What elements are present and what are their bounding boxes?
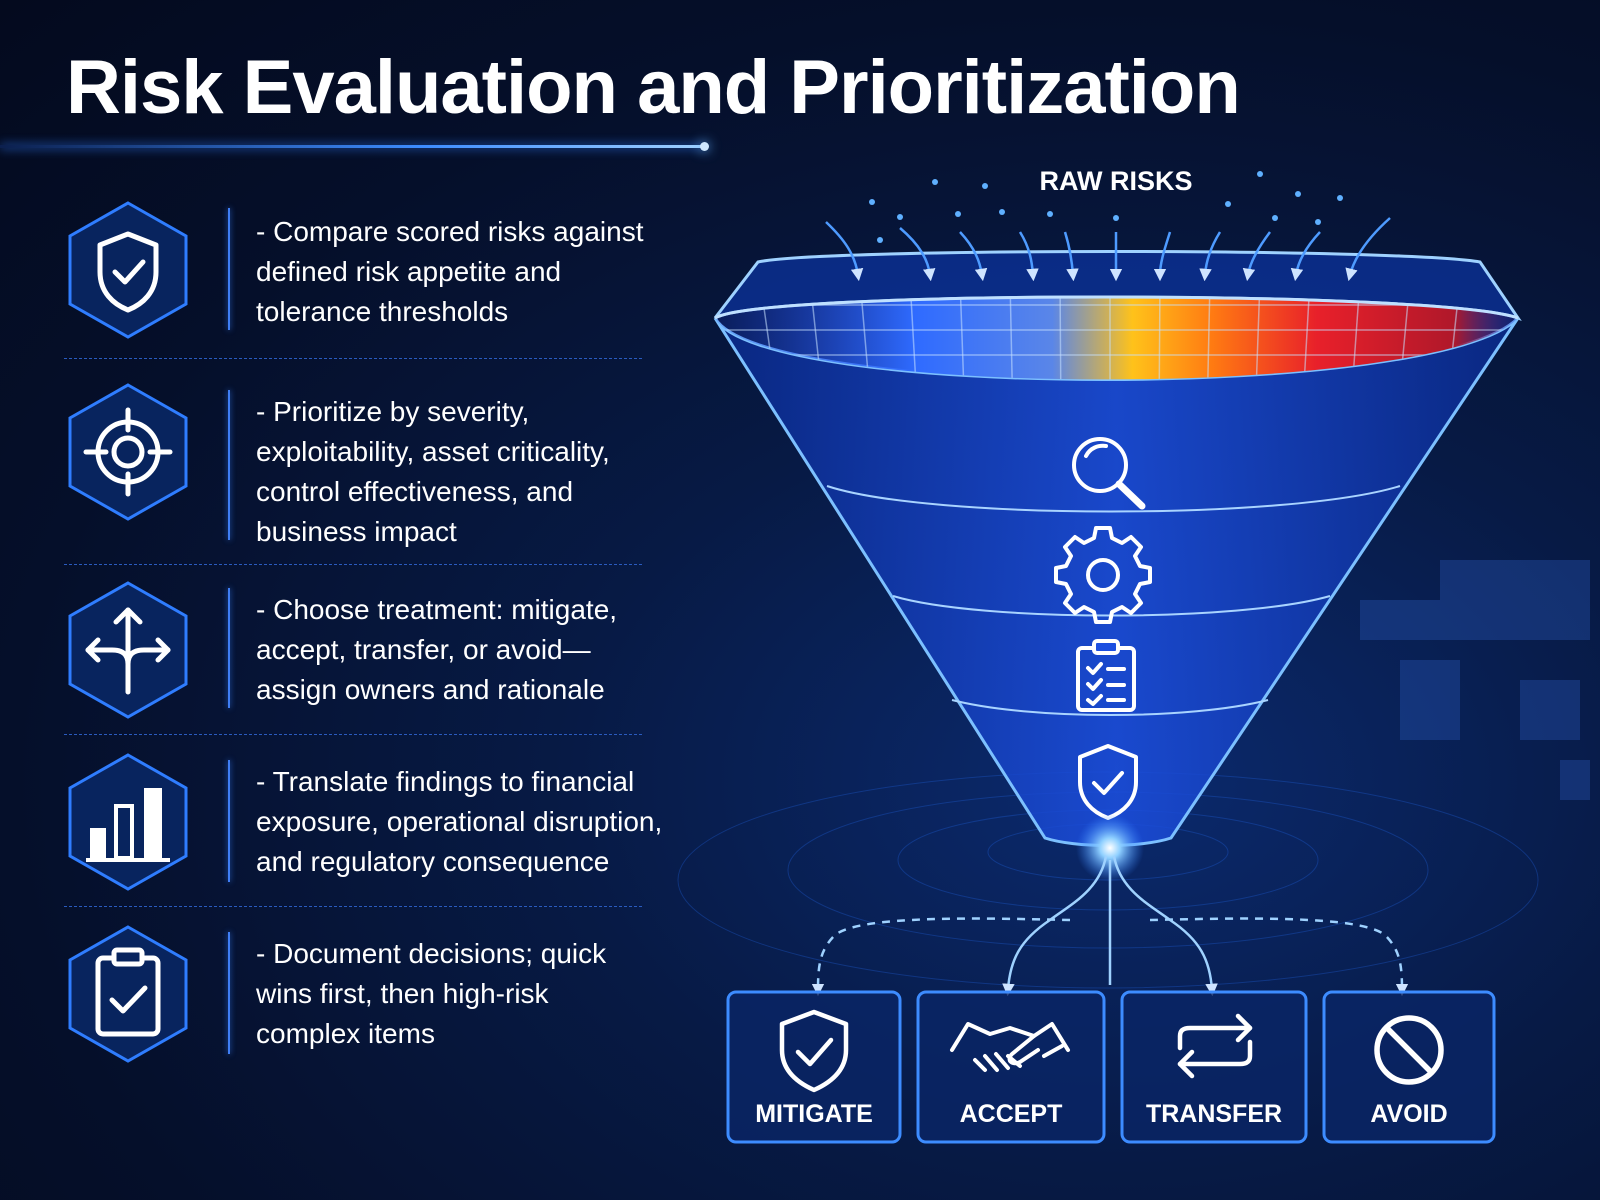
prohibited-icon bbox=[1374, 1015, 1444, 1085]
branching-arrows-icon bbox=[68, 581, 188, 719]
magnifier-icon bbox=[1072, 437, 1146, 510]
section-divider bbox=[64, 564, 642, 565]
outflow-arrows bbox=[811, 855, 1409, 997]
title-underline bbox=[0, 142, 709, 151]
outcome-label: ACCEPT bbox=[960, 1100, 1063, 1128]
outcome-label: TRANSFER bbox=[1146, 1100, 1282, 1128]
outcome-avoid: AVOID bbox=[1322, 990, 1496, 1144]
shield-check-icon bbox=[779, 1009, 849, 1093]
gear-icon bbox=[1054, 526, 1152, 624]
step-divider-line bbox=[228, 760, 230, 882]
funnel-tip-glow bbox=[1076, 814, 1144, 882]
section-divider bbox=[64, 906, 642, 907]
section-divider bbox=[64, 734, 642, 735]
particle-dots bbox=[869, 171, 1343, 243]
outcome-label: AVOID bbox=[1370, 1100, 1447, 1128]
shield-check-icon bbox=[68, 201, 188, 339]
step-divider-line bbox=[228, 390, 230, 540]
step-divider-line bbox=[228, 932, 230, 1054]
step-divider-line bbox=[228, 208, 230, 330]
bar-chart-icon bbox=[68, 753, 188, 891]
outcome-accept: ACCEPT bbox=[916, 990, 1106, 1144]
handshake-icon bbox=[950, 1022, 1070, 1072]
step-text: - Compare scored risks against defined r… bbox=[256, 216, 644, 327]
clipboard-check-icon bbox=[68, 925, 188, 1063]
step-text: - Translate findings to financial exposu… bbox=[256, 766, 663, 877]
step-divider-line bbox=[228, 588, 230, 708]
outcome-mitigate: MITIGATE bbox=[726, 990, 902, 1144]
step-text: - Choose treatment: mitigate, accept, tr… bbox=[256, 594, 618, 705]
swap-arrows-icon bbox=[1177, 1013, 1253, 1079]
step-text: - Document decisions; quick wins first, … bbox=[256, 938, 607, 1049]
funnel-rim-edge bbox=[714, 295, 1519, 320]
section-divider bbox=[64, 358, 642, 359]
incoming-risk-arrows bbox=[825, 217, 1391, 282]
target-crosshair-icon bbox=[68, 383, 188, 521]
outcome-transfer: TRANSFER bbox=[1120, 990, 1308, 1144]
raw-risks-label: RAW RISKS bbox=[1039, 166, 1192, 196]
outcome-label: MITIGATE bbox=[755, 1100, 873, 1128]
step-text: - Prioritize by severity, exploitability… bbox=[256, 396, 610, 547]
checklist-clipboard-icon bbox=[1076, 639, 1136, 712]
world-map-dots bbox=[1360, 560, 1590, 800]
page-title: Risk Evaluation and Prioritization bbox=[66, 45, 1241, 130]
